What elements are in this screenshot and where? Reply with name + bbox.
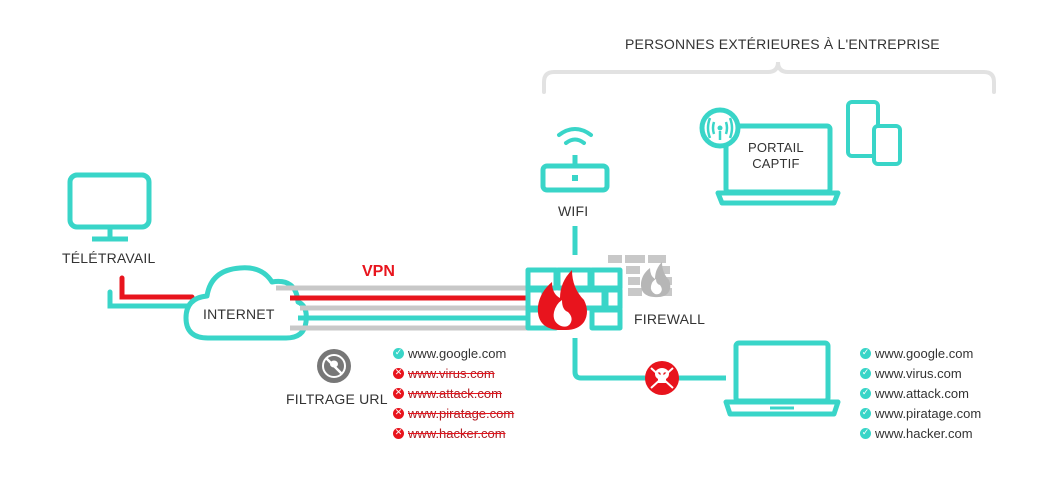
external-people-bracket [542, 61, 996, 94]
list-item: ✓ www.piratage.com [860, 403, 981, 423]
list-item: ✕ www.virus.com [393, 363, 514, 383]
firewall-to-laptop-line [572, 338, 726, 381]
captive-portal-label: PORTAIL CAPTIF [748, 140, 804, 171]
cross-icon: ✕ [393, 367, 404, 379]
check-icon: ✓ [393, 347, 404, 359]
check-icon: ✓ [860, 387, 871, 399]
url-text: www.attack.com [408, 385, 502, 401]
url-text: www.attack.com [875, 385, 969, 401]
list-item: ✕ www.attack.com [393, 383, 514, 403]
skull-icon [645, 361, 679, 395]
filtered-url-list: ✓ www.google.com ✕ www.virus.com ✕ www.a… [393, 343, 514, 443]
internet-label: INTERNET [203, 306, 275, 322]
list-item: ✕ www.piratage.com [393, 403, 514, 423]
cross-icon: ✕ [393, 427, 404, 439]
list-item: ✓ www.attack.com [860, 383, 981, 403]
url-filter-icon [317, 349, 351, 383]
monitor-icon [67, 172, 152, 242]
tablet-icon [872, 124, 902, 166]
check-icon: ✓ [860, 427, 871, 439]
laptop-icon [723, 340, 841, 417]
captive-portal-laptop-icon [715, 123, 841, 206]
firewall-label: FIREWALL [634, 311, 706, 327]
unfiltered-url-list: ✓ www.google.com ✓ www.virus.com ✓ www.a… [860, 343, 981, 443]
list-item: ✓ www.google.com [393, 343, 514, 363]
list-item: ✕ www.hacker.com [393, 423, 514, 443]
url-text: www.google.com [408, 345, 507, 361]
check-icon: ✓ [860, 347, 871, 359]
telework-label: TÉLÉTRAVAIL [62, 250, 156, 266]
flame-icon [537, 270, 587, 330]
list-item: ✓ www.hacker.com [860, 423, 981, 443]
list-item: ✓ www.virus.com [860, 363, 981, 383]
url-text: www.hacker.com [408, 425, 506, 441]
url-text: www.hacker.com [875, 425, 973, 441]
external-people-label: PERSONNES EXTÉRIEURES À L'ENTREPRISE [625, 36, 940, 52]
list-item: ✓ www.google.com [860, 343, 981, 363]
vpn-label: VPN [362, 263, 395, 280]
firewall-ghost-icon [608, 255, 672, 298]
wifi-label: WIFI [558, 203, 589, 219]
url-text: www.piratage.com [875, 405, 982, 421]
wifi-signal-icon [699, 107, 741, 149]
url-text: www.virus.com [875, 365, 962, 381]
telework-connector [107, 289, 195, 309]
cross-icon: ✕ [393, 407, 404, 419]
check-icon: ✓ [860, 367, 871, 379]
cloud-icon [183, 265, 309, 341]
url-text: www.virus.com [408, 365, 495, 381]
url-filtering-label: FILTRAGE URL [286, 391, 388, 407]
check-icon: ✓ [860, 407, 871, 419]
vpn-line-telework [119, 275, 195, 300]
cross-icon: ✕ [393, 387, 404, 399]
url-text: www.google.com [875, 345, 974, 361]
wifi-router-icon [540, 127, 610, 193]
url-text: www.piratage.com [408, 405, 515, 421]
